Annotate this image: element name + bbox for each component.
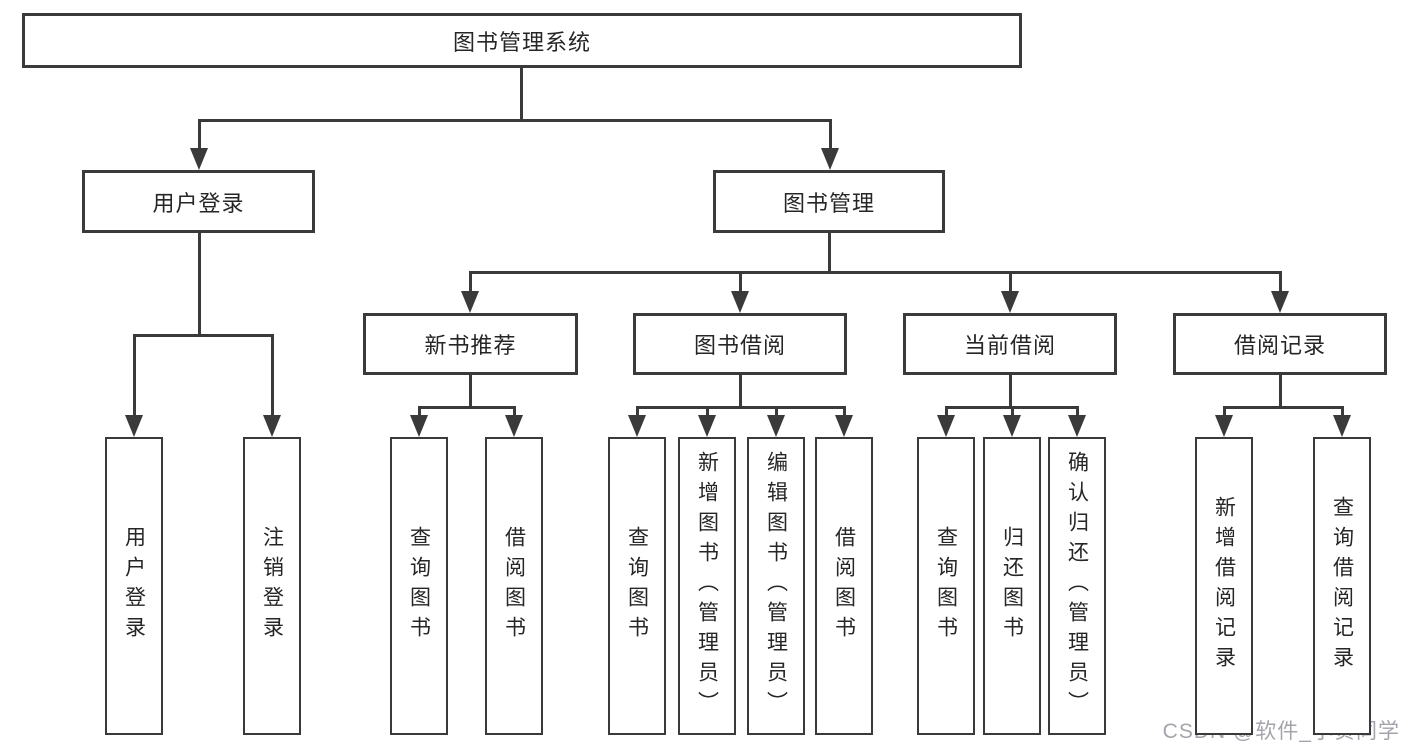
node-label-leaf-borrow-book-1: 借阅图书 (502, 526, 526, 646)
arrowhead-down-icon (937, 415, 955, 437)
connector-trunk-root (519, 68, 523, 122)
node-leaf-query-book-2: 查询图书 (608, 437, 666, 735)
node-label-current-borrowing: 当前借阅 (963, 333, 1056, 358)
node-label-leaf-logout: 注销登录 (260, 526, 284, 646)
node-root: 图书管理系统 (22, 13, 1022, 68)
connector-line (197, 120, 201, 152)
node-label-leaf-confirm-return-admin: 确认归还（管理员） (1065, 451, 1089, 721)
connector-line (1222, 407, 1226, 419)
node-leaf-edit-book-admin: 编辑图书（管理员） (747, 437, 805, 735)
connector-trunk-book-management (827, 233, 831, 274)
node-label-book-borrowing: 图书借阅 (693, 333, 786, 358)
node-leaf-query-book-1: 查询图书 (390, 437, 448, 735)
node-label-leaf-add-book-admin: 新增图书（管理员） (695, 451, 719, 721)
node-label-user-login: 用户登录 (152, 190, 245, 216)
connector-bar-new-book-recommend (417, 405, 516, 409)
node-label-leaf-query-borrow-record: 查询借阅记录 (1330, 496, 1354, 676)
arrowhead-down-icon (1333, 415, 1351, 437)
arrowhead-down-icon (505, 415, 523, 437)
arrowhead-down-icon (1001, 291, 1019, 313)
node-label-book-management: 图书管理 (782, 190, 875, 216)
node-leaf-logout: 注销登录 (243, 437, 301, 735)
connector-line (270, 335, 274, 419)
node-leaf-query-borrow-record: 查询借阅记录 (1313, 437, 1371, 735)
node-borrowing-records: 借阅记录 (1173, 313, 1387, 375)
node-leaf-user-login: 用户登录 (105, 437, 163, 735)
connector-bar-borrowing-records (1222, 405, 1344, 409)
connector-bar-book-borrowing (635, 405, 846, 409)
connector-line (512, 407, 516, 419)
connector-line (1010, 407, 1014, 419)
node-leaf-add-book-admin: 新增图书（管理员） (678, 437, 736, 735)
connector-trunk-user-login (197, 233, 201, 337)
connector-trunk-current-borrowing (1008, 375, 1012, 409)
node-label-leaf-add-borrow-record: 新增借阅记录 (1212, 496, 1236, 676)
node-label-borrowing-records: 借阅记录 (1233, 333, 1326, 358)
arrowhead-down-icon (835, 415, 853, 437)
node-leaf-return-book: 归还图书 (983, 437, 1041, 735)
connector-bar-book-management (468, 270, 1282, 274)
connector-line (944, 407, 948, 419)
arrowhead-down-icon (125, 415, 143, 437)
connector-line (828, 120, 832, 152)
arrowhead-down-icon (461, 291, 479, 313)
arrowhead-down-icon (190, 148, 208, 170)
arrowhead-down-icon (767, 415, 785, 437)
connector-line (1008, 272, 1012, 295)
arrowhead-down-icon (821, 148, 839, 170)
connector-trunk-book-borrowing (738, 375, 742, 409)
arrowhead-down-icon (410, 415, 428, 437)
connector-line (774, 407, 778, 419)
node-leaf-borrow-book-2: 借阅图书 (815, 437, 873, 735)
node-label-leaf-query-book-2: 查询图书 (625, 526, 649, 646)
node-leaf-borrow-book-1: 借阅图书 (485, 437, 543, 735)
arrowhead-down-icon (731, 291, 749, 313)
connector-trunk-borrowing-records (1278, 375, 1282, 409)
node-label-root: 图书管理系统 (452, 29, 591, 55)
node-label-leaf-edit-book-admin: 编辑图书（管理员） (764, 451, 788, 721)
connector-line (705, 407, 709, 419)
node-leaf-confirm-return-admin: 确认归还（管理员） (1048, 437, 1106, 735)
connector-line (417, 407, 421, 419)
node-book-borrowing: 图书借阅 (633, 313, 847, 375)
arrowhead-down-icon (628, 415, 646, 437)
node-leaf-query-book-3: 查询图书 (917, 437, 975, 735)
arrowhead-down-icon (1215, 415, 1233, 437)
connector-line (842, 407, 846, 419)
node-label-leaf-user-login: 用户登录 (122, 526, 146, 646)
arrowhead-down-icon (1003, 415, 1021, 437)
node-leaf-add-borrow-record: 新增借阅记录 (1195, 437, 1253, 735)
connector-line (635, 407, 639, 419)
arrowhead-down-icon (698, 415, 716, 437)
node-label-new-book-recommend: 新书推荐 (424, 333, 517, 358)
connector-line (1340, 407, 1344, 419)
connector-bar-root (197, 118, 832, 122)
connector-trunk-new-book-recommend (468, 375, 472, 409)
connector-line (738, 272, 742, 295)
connector-line (1278, 272, 1282, 295)
connector-line (468, 272, 472, 295)
arrowhead-down-icon (1271, 291, 1289, 313)
node-label-leaf-query-book-1: 查询图书 (407, 526, 431, 646)
connector-bar-user-login (132, 333, 274, 337)
node-book-management: 图书管理 (713, 170, 945, 233)
node-new-book-recommend: 新书推荐 (363, 313, 578, 375)
node-label-leaf-borrow-book-2: 借阅图书 (832, 526, 856, 646)
node-current-borrowing: 当前借阅 (903, 313, 1117, 375)
arrowhead-down-icon (1068, 415, 1086, 437)
node-label-leaf-return-book: 归还图书 (1000, 526, 1024, 646)
connector-line (1075, 407, 1079, 419)
connector-line (132, 335, 136, 419)
node-user-login: 用户登录 (82, 170, 315, 233)
arrowhead-down-icon (263, 415, 281, 437)
node-label-leaf-query-book-3: 查询图书 (934, 526, 958, 646)
